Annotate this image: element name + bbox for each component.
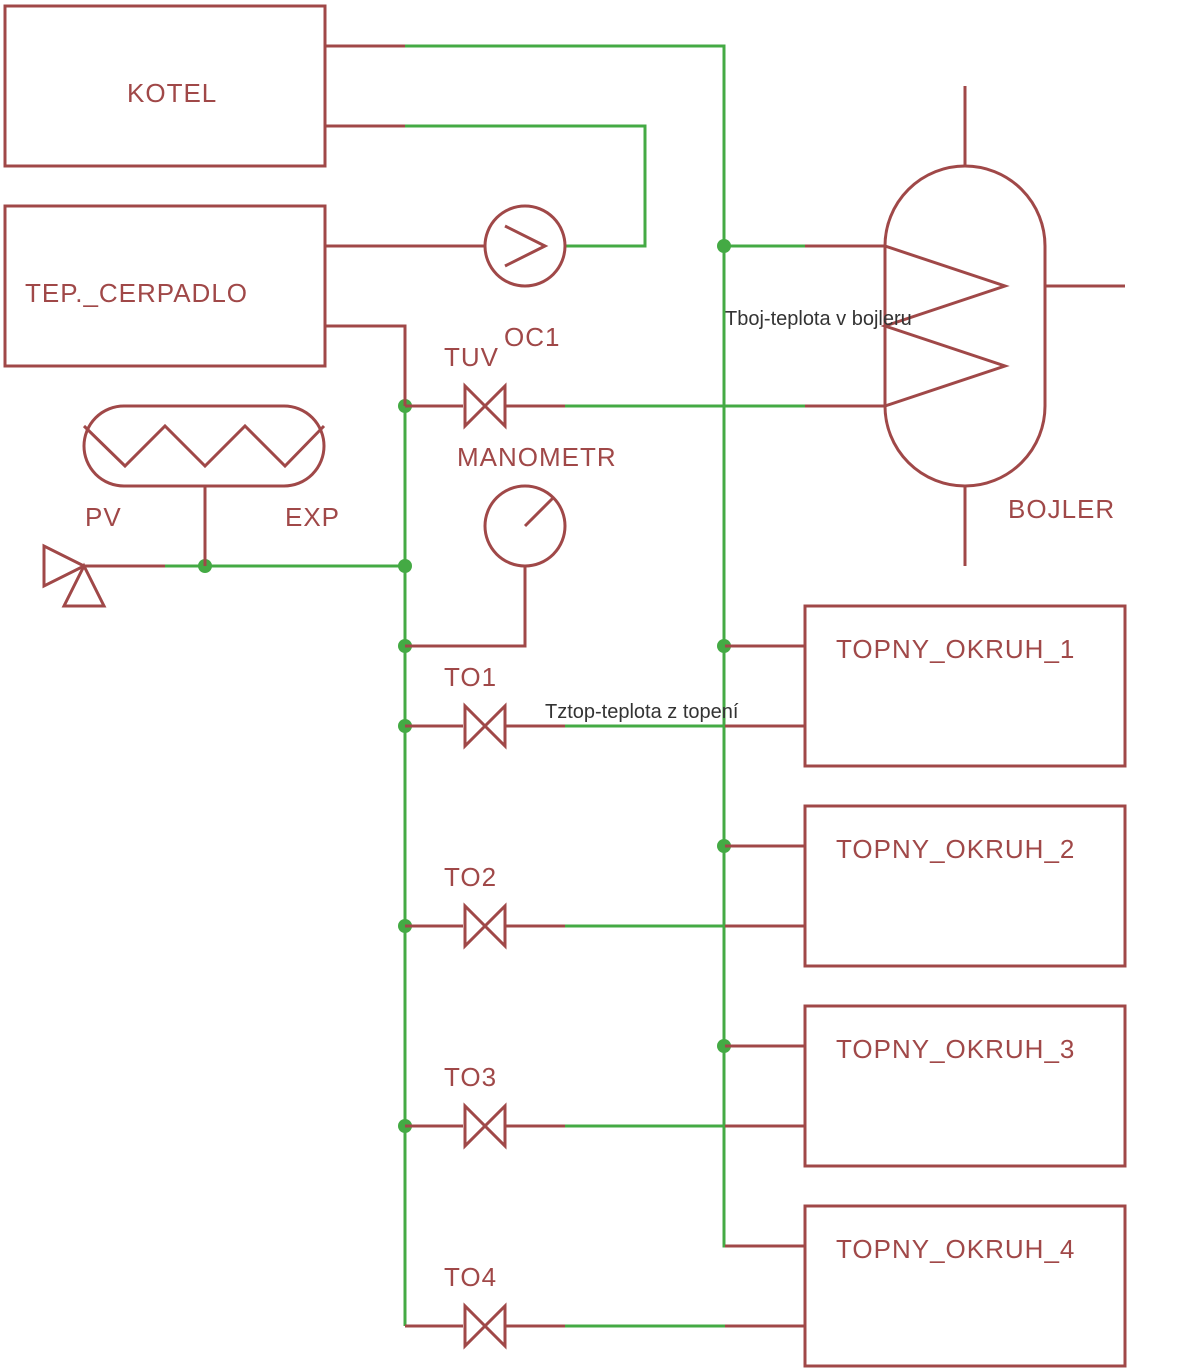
pv-label: PV: [85, 502, 122, 532]
valve-to4[interactable]: [405, 1302, 565, 1350]
valve-icon: [463, 902, 507, 950]
junction-dot: [717, 639, 731, 653]
topny-okruh-3-block[interactable]: TOPNY_OKRUH_3: [725, 1004, 1127, 1168]
valve-to2[interactable]: [405, 902, 565, 950]
to1-label: TO1: [444, 662, 497, 692]
valve-icon: [463, 1102, 507, 1150]
tztop-annotation: Tztop-teplota z topení: [545, 701, 739, 723]
to3-label: TO3: [444, 1062, 497, 1092]
oc1-label: OC1: [504, 322, 560, 352]
heat-exchanger-icon: [805, 244, 1010, 408]
tep-cerpadlo-block[interactable]: TEP._CERPADLO: [3, 204, 485, 406]
to4-label: TO4: [444, 1262, 497, 1292]
junction-dot: [398, 559, 412, 573]
bojler-label: BOJLER: [1008, 494, 1115, 524]
valve-icon: [463, 702, 507, 750]
pipe-kotel-to-pump: [405, 124, 647, 248]
tep-cerpadlo-label: TEP._CERPADLO: [25, 278, 248, 308]
topny-okruh-1-label: TOPNY_OKRUH_1: [836, 634, 1075, 664]
junction-dot: [717, 839, 731, 853]
safety-valve-icon[interactable]: [42, 543, 165, 608]
manometr-label: MANOMETR: [457, 442, 617, 472]
kotel-label: KOTEL: [127, 78, 217, 108]
topny-okruh-4-block[interactable]: TOPNY_OKRUH_4: [725, 1204, 1127, 1368]
tboj-annotation: Tboj-teplota v bojleru: [725, 308, 912, 330]
junction-dot: [717, 1039, 731, 1053]
topny-okruh-2-block[interactable]: TOPNY_OKRUH_2: [725, 804, 1127, 968]
valve-icon: [463, 1302, 507, 1350]
to2-label: TO2: [444, 862, 497, 892]
valve-to3[interactable]: [405, 1102, 565, 1150]
topny-okruh-1-block[interactable]: TOPNY_OKRUH_1: [725, 604, 1127, 768]
valve-icon: [463, 382, 507, 430]
exp-label: EXP: [285, 502, 340, 532]
bojler-block[interactable]: BOJLER: [805, 86, 1125, 566]
tuv-label: TUV: [444, 342, 499, 372]
topny-okruh-3-label: TOPNY_OKRUH_3: [836, 1034, 1075, 1064]
valve-to1[interactable]: [405, 702, 565, 750]
pump-icon[interactable]: [483, 204, 567, 288]
topny-okruh-2-label: TOPNY_OKRUH_2: [836, 834, 1075, 864]
gauge-icon[interactable]: [405, 484, 567, 648]
tank-icon[interactable]: [82, 404, 326, 566]
topny-okruh-4-label: TOPNY_OKRUH_4: [836, 1234, 1075, 1264]
junction-dot: [717, 239, 731, 253]
valve-tuv[interactable]: [405, 382, 565, 430]
kotel-block[interactable]: KOTEL: [3, 4, 405, 168]
